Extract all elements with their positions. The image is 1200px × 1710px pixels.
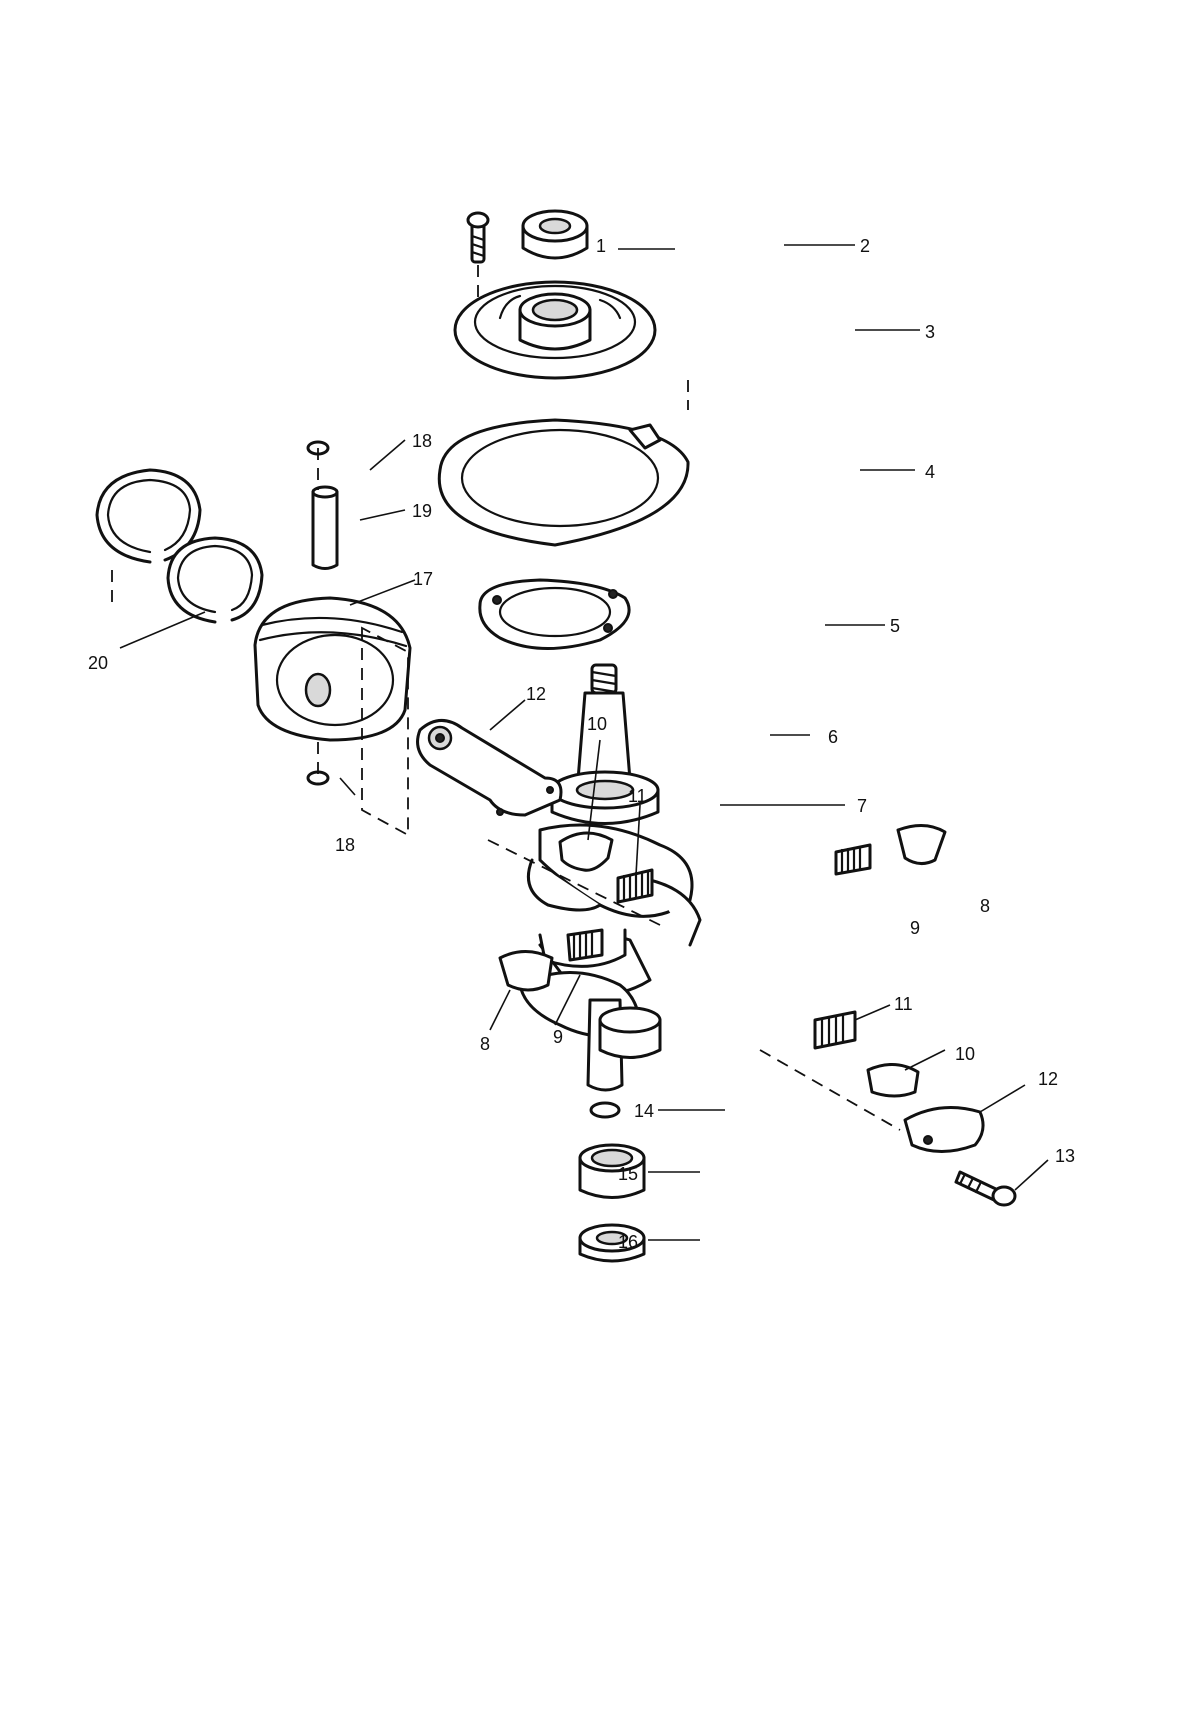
callout-15: 15 (618, 1164, 638, 1184)
callout-11-lower: 11 (894, 994, 913, 1014)
callout-11-upper: 11 (628, 786, 647, 806)
callout-5: 5 (890, 616, 900, 636)
part-4-gasket-plate (437, 418, 690, 547)
part-1-screw (466, 211, 490, 264)
part-2-seal (521, 209, 589, 260)
assembly-guide-box (361, 626, 409, 837)
callout-10-lower: 10 (955, 1044, 975, 1064)
part-9-needle-cage-left (566, 928, 604, 962)
part-8-shell-right (896, 824, 947, 865)
part-20-piston-rings (95, 468, 264, 624)
callout-17: 17 (413, 569, 433, 589)
callout-20: 20 (88, 653, 108, 673)
callout-8-right: 8 (980, 896, 990, 916)
callout-6: 6 (828, 727, 838, 747)
part-3-end-cap (453, 280, 657, 380)
part-11-needle-cage-upper (616, 868, 654, 904)
crankshaft-body (518, 823, 702, 1038)
part-12-connecting-rod (416, 719, 563, 817)
callout-10-upper: 10 (587, 714, 607, 734)
callout-1: 1 (596, 236, 606, 256)
part-11-needle-cage-lower (813, 1010, 857, 1050)
part-8-shell-left (498, 950, 554, 992)
callout-12-lower: 12 (1038, 1069, 1058, 1089)
part-10-shell-lower (866, 1063, 920, 1098)
callout-12-upper: 12 (526, 684, 546, 704)
part-15-needle-bearing (578, 1143, 646, 1199)
part-5-gasket (478, 578, 631, 651)
part-13-cap-screw (954, 1170, 1017, 1207)
part-9-needle-cage-right (834, 843, 872, 876)
callout-19: 19 (412, 501, 432, 521)
part-12-rod-cap (903, 1106, 985, 1153)
callout-9-right: 9 (910, 918, 920, 938)
callout-8-left: 8 (480, 1034, 490, 1054)
part-16-lower-seal (578, 1223, 646, 1263)
callout-9-left: 9 (553, 1027, 563, 1047)
leader-lines (119, 244, 1049, 1241)
part-7-bearing (550, 770, 660, 825)
callout-18-top: 18 (412, 431, 432, 451)
crank-axis-line (487, 839, 661, 926)
callout-14: 14 (634, 1101, 654, 1121)
callout-16: 16 (618, 1232, 638, 1252)
callout-3: 3 (925, 322, 935, 342)
callout-18-bottom: 18 (335, 835, 355, 855)
part-10-shell-upper (558, 831, 614, 872)
part-19-piston-pin (311, 485, 339, 570)
callout-4: 4 (925, 462, 935, 482)
callout-13: 13 (1055, 1146, 1075, 1166)
callout-2: 2 (860, 236, 870, 256)
crank-axis-line-lower (759, 1049, 901, 1131)
part-14-o-ring (589, 1101, 621, 1119)
part-17-piston (253, 596, 412, 742)
crankshaft-lower-shaft (586, 998, 662, 1092)
callout-7: 7 (857, 796, 867, 816)
